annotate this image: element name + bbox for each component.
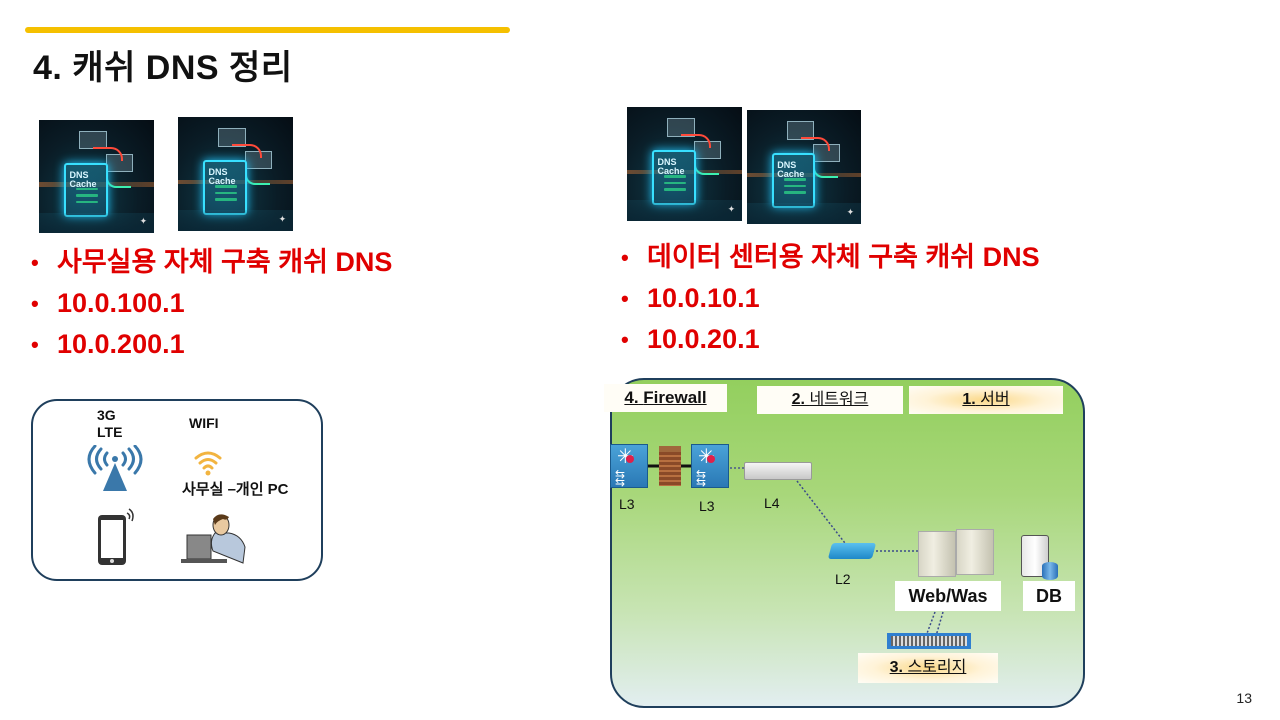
sparkle-icon: ✦ bbox=[727, 204, 736, 215]
red-arrow-icon bbox=[681, 134, 711, 149]
section-label-network: 2. 네트워크 bbox=[757, 386, 903, 414]
db-label: DB bbox=[1023, 581, 1075, 611]
bullet-item: 사무실용 자체 구축 캐쉬 DNS bbox=[31, 242, 392, 283]
office-pc-label: 사무실 –개인 PC bbox=[182, 481, 289, 498]
was-server-icon bbox=[956, 529, 994, 575]
database-icon bbox=[1042, 562, 1058, 580]
red-arrow-icon bbox=[93, 147, 123, 161]
firewall-icon bbox=[659, 446, 681, 486]
storage-array-icon bbox=[887, 633, 971, 649]
client-access-diagram: 3G LTE WIFI 사무실 –개인 PC bbox=[31, 399, 323, 581]
red-arrow-icon bbox=[232, 144, 262, 159]
device-label-l4: L4 bbox=[764, 495, 780, 511]
web-server-icon bbox=[918, 531, 956, 577]
datacenter-dns-bullets: 데이터 센터용 자체 구축 캐쉬 DNS 10.0.10.1 10.0.20.1 bbox=[621, 237, 1040, 360]
cell-label: 3G LTE bbox=[97, 407, 123, 440]
wifi-label: WIFI bbox=[189, 415, 219, 431]
l2-switch-icon bbox=[827, 543, 877, 559]
section-label-firewall: 4. Firewall bbox=[604, 384, 727, 412]
device-label-l3: L3 bbox=[699, 498, 715, 514]
section-label-server: 1. 서버 bbox=[909, 386, 1063, 414]
page-title: 4. 캐쉬 DNS 정리 bbox=[33, 49, 293, 87]
office-dns-bullets: 사무실용 자체 구축 캐쉬 DNS 10.0.100.1 10.0.200.1 bbox=[31, 242, 392, 365]
dns-cache-image-1: DNS Cache ✦ bbox=[39, 120, 154, 233]
dns-cache-image-2: DNS Cache ✦ bbox=[178, 117, 293, 231]
device-label-l3: L3 bbox=[619, 496, 635, 512]
l3-switch-icon: ✳⇆⇆ bbox=[610, 444, 648, 488]
bullet-item: 10.0.10.1 bbox=[621, 278, 1040, 319]
section-label-storage: 3. 스토리지 bbox=[858, 653, 998, 683]
title-accent-bar bbox=[25, 27, 510, 33]
person-laptop-icon bbox=[181, 514, 246, 564]
page-number: 13 bbox=[1236, 690, 1252, 706]
sparkle-icon: ✦ bbox=[139, 216, 148, 227]
web-was-label: Web/Was bbox=[895, 581, 1001, 611]
bullet-item: 10.0.200.1 bbox=[31, 324, 392, 365]
l3-switch-icon: ✳⇆⇆ bbox=[691, 444, 729, 488]
smartphone-icon bbox=[98, 508, 134, 565]
sparkle-icon: ✦ bbox=[278, 214, 287, 225]
l4-switch-icon bbox=[744, 462, 812, 480]
red-arrow-icon bbox=[800, 137, 831, 152]
cell-tower-icon bbox=[87, 445, 143, 491]
sparkle-icon: ✦ bbox=[846, 207, 855, 218]
bullet-item: 10.0.20.1 bbox=[621, 319, 1040, 360]
wifi-icon bbox=[194, 451, 222, 476]
bullet-item: 데이터 센터용 자체 구축 캐쉬 DNS bbox=[621, 237, 1040, 278]
bullet-item: 10.0.100.1 bbox=[31, 283, 392, 324]
device-label-l2: L2 bbox=[835, 571, 851, 587]
dns-cache-image-3: DNS Cache ✦ bbox=[627, 107, 742, 221]
dns-cache-image-4: DNS Cache ✦ bbox=[747, 110, 861, 224]
